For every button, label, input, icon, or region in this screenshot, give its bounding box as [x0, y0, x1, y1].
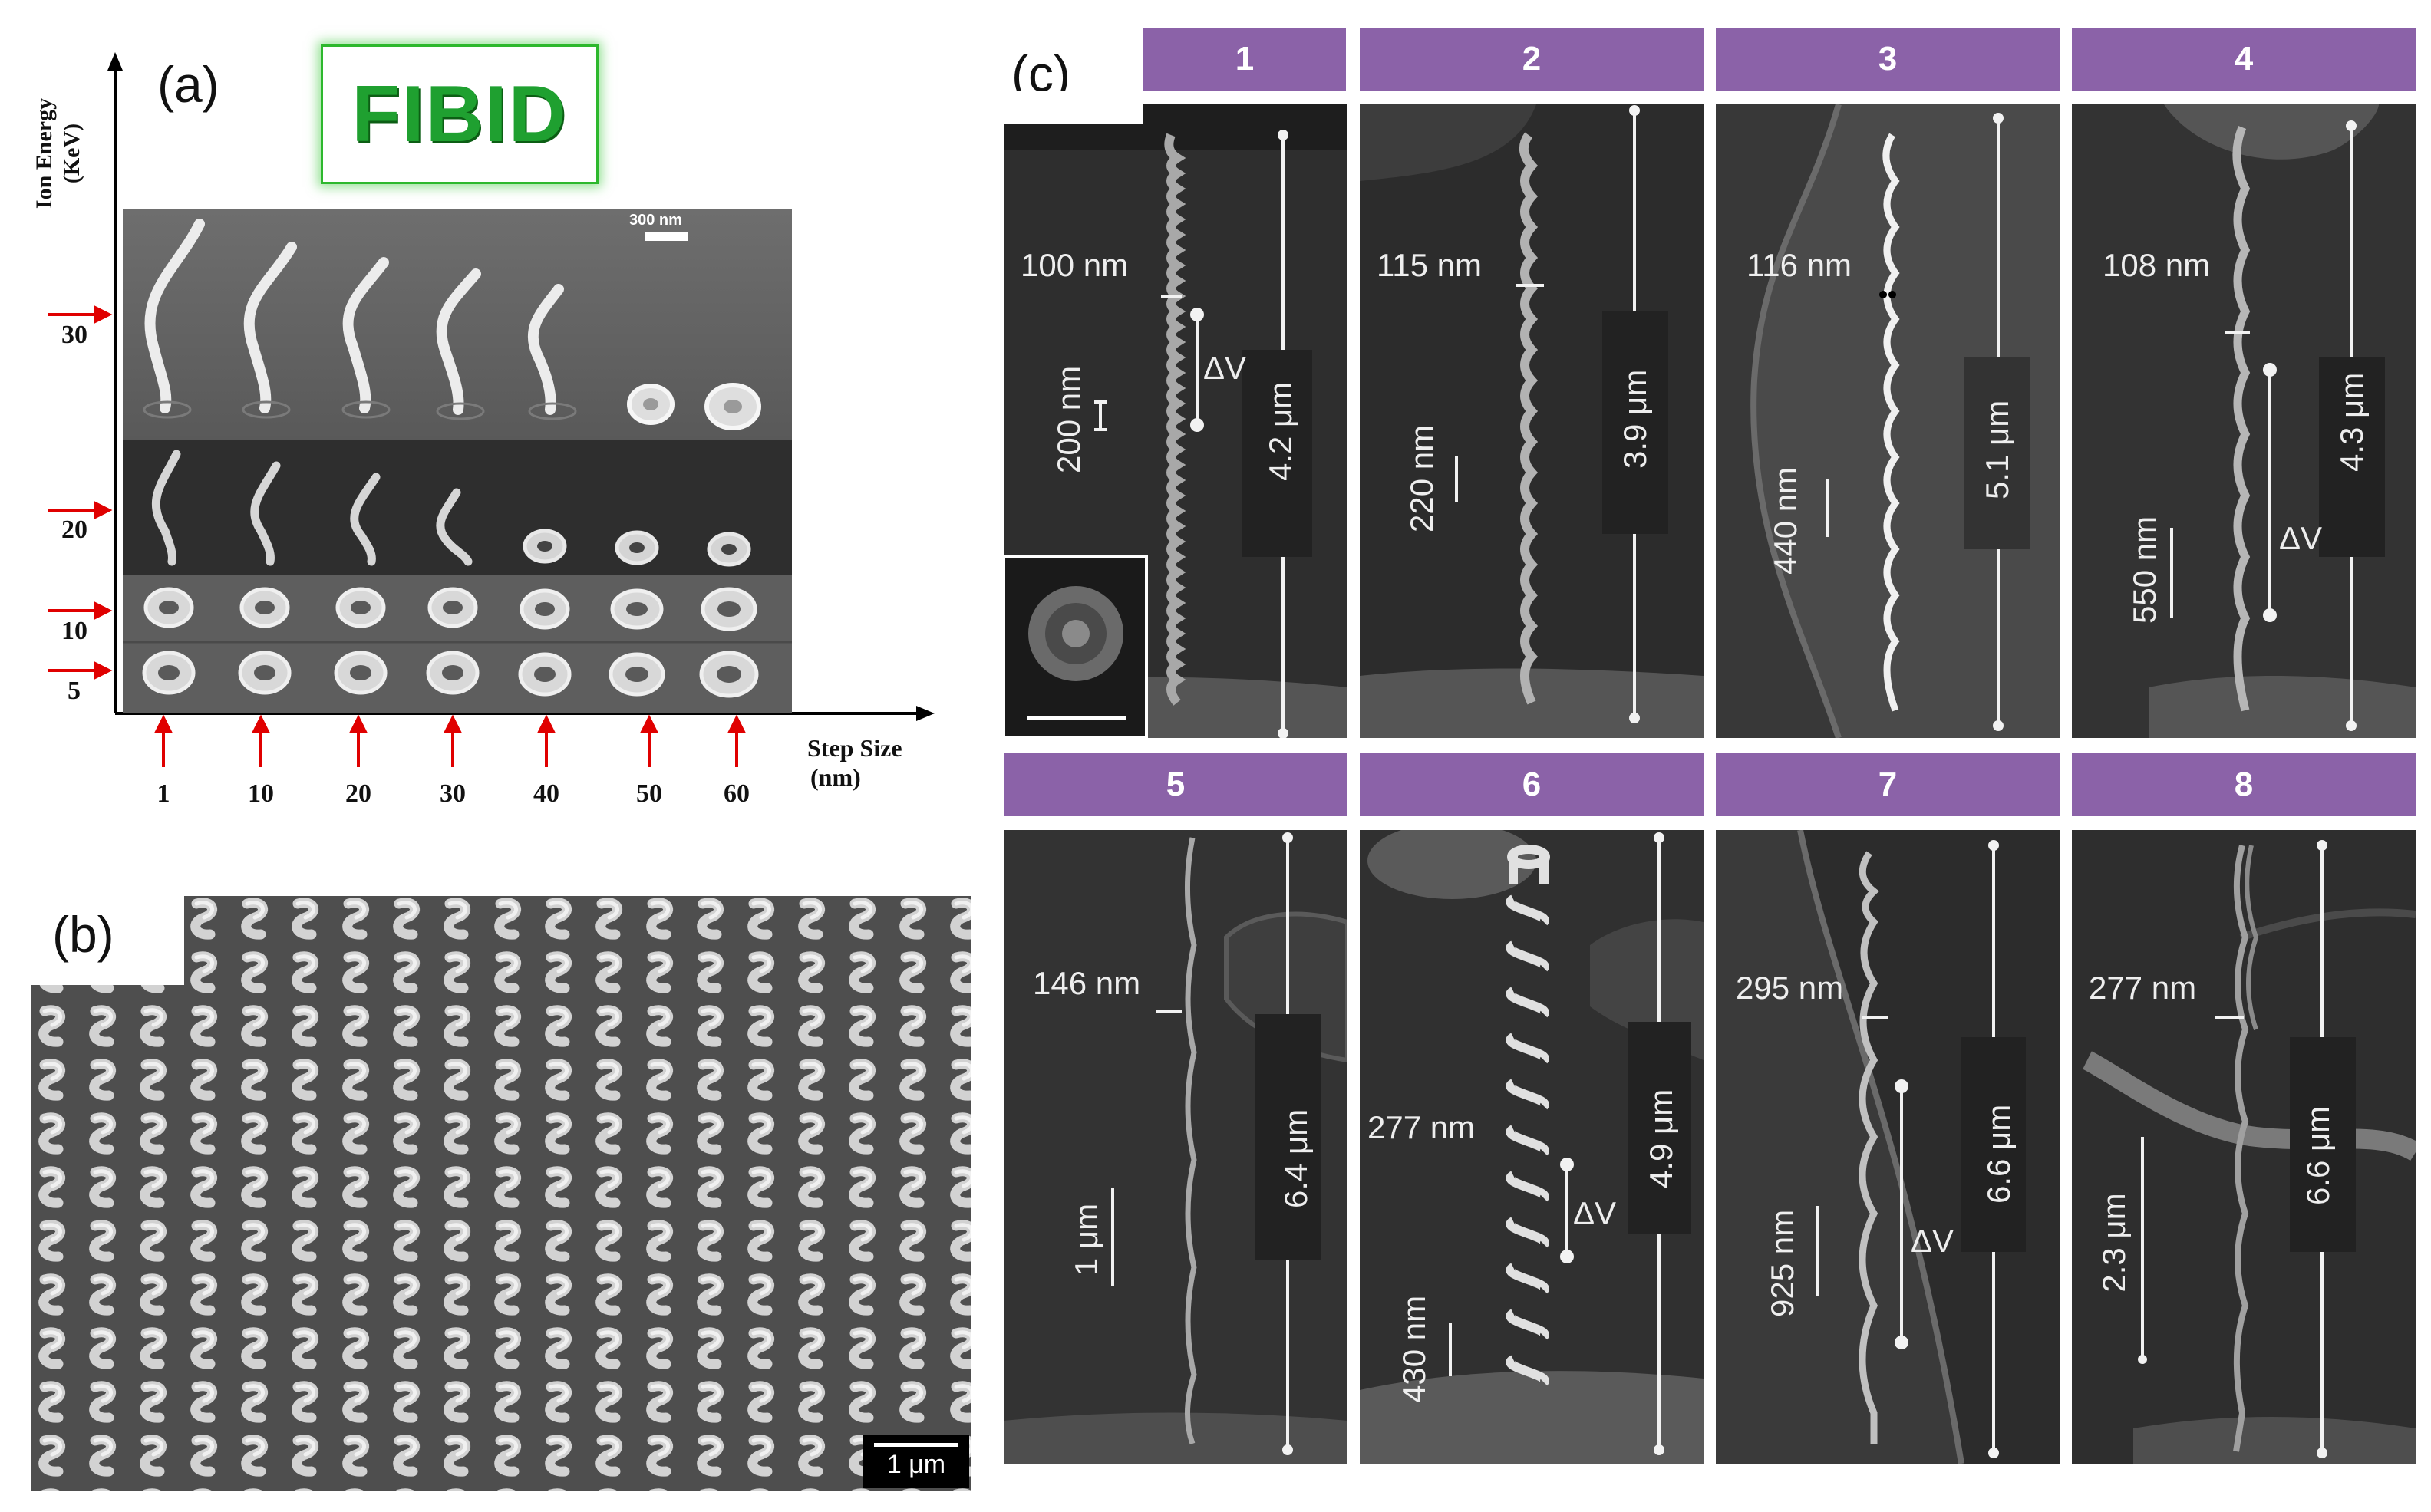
cell-4-drawing [2072, 104, 2416, 738]
cell-1-width: 100 nm [1021, 247, 1129, 283]
panel-b-scale-text: 1 μm [886, 1450, 946, 1479]
x-axis-title: Step Size (nm) [807, 733, 902, 792]
panel-b-sem-image [31, 896, 971, 1491]
fibid-badge-text: FIBID [351, 69, 568, 159]
cell-6-image [1360, 830, 1704, 1464]
cell-8-pitch: 2.3 μm [2096, 1193, 2132, 1293]
x-axis-title-line1: Step Size [807, 734, 902, 762]
cell-header-6: 6 [1360, 753, 1704, 816]
step-label-30: 30 [440, 779, 466, 808]
cell-header-2: 2 [1360, 28, 1704, 91]
panel-b-scale-bar: 1 μm [863, 1435, 969, 1488]
cell-1-length: 4.2 μm [1262, 381, 1298, 481]
cell-4-width: 108 nm [2103, 247, 2211, 283]
panel-b-label-mask [0, 882, 184, 985]
energy-label-10: 10 [61, 617, 87, 645]
step-label-10: 10 [248, 779, 274, 808]
cell-3-width: 116 nm [1747, 247, 1852, 283]
cell-1-drawing [1004, 104, 1347, 738]
cell-7-image [1716, 830, 2060, 1464]
cell-3-image [1716, 104, 2060, 738]
cell-header-3: 3 [1716, 28, 2060, 91]
cell-5-image [1004, 830, 1347, 1464]
panel-c-label-mask [998, 91, 1143, 124]
step-label-50: 50 [636, 779, 662, 808]
cell-2-length: 3.9 μm [1617, 369, 1653, 469]
cell-8-length: 6.6 μm [2300, 1105, 2336, 1205]
step-label-1: 1 [157, 779, 170, 808]
cell-5-drawing [1004, 830, 1347, 1464]
energy-label-20: 20 [61, 516, 87, 544]
cell-4-length: 4.3 μm [2334, 372, 2370, 472]
panel-b-drawing [31, 896, 971, 1491]
cell-header-4: 4 [2072, 28, 2416, 91]
cell-6-width: 277 nm [1367, 1109, 1476, 1145]
panel-b-label: (b) [52, 906, 114, 963]
cell-6-length: 4.9 μm [1643, 1089, 1679, 1188]
step-label-40: 40 [533, 779, 559, 808]
cell-1-image [1004, 104, 1347, 738]
cell-5-length: 6.4 μm [1278, 1108, 1314, 1208]
cell-5-pitch: 1 μm [1068, 1203, 1104, 1276]
cell-7-delta-v: ΔV [1911, 1223, 1954, 1259]
step-label-20: 20 [345, 779, 371, 808]
step-label-60: 60 [724, 779, 750, 808]
cell-4-pitch: 550 nm [2126, 516, 2162, 624]
cell-2-pitch: 220 nm [1404, 424, 1440, 532]
cell-7-length: 6.6 μm [1981, 1104, 2017, 1204]
cell-3-drawing [1716, 104, 2060, 738]
cell-3-pitch: 440 nm [1767, 466, 1803, 575]
cell-8-width: 277 nm [2089, 970, 2197, 1006]
panel-a-sem-drawing [123, 209, 792, 713]
cell-6-pitch: 430 nm [1396, 1295, 1432, 1403]
cell-8-drawing [2072, 830, 2416, 1464]
cell-6-drawing [1360, 830, 1704, 1464]
cell-header-1: 1 [1143, 28, 1346, 91]
cell-7-width: 295 nm [1736, 970, 1844, 1006]
fibid-badge: FIBID [321, 44, 599, 184]
cell-7-drawing [1716, 830, 2060, 1464]
cell-header-5: 5 [1004, 753, 1347, 816]
panel-a-label: (a) [157, 56, 219, 113]
cell-1-delta-v: ΔV [1203, 350, 1247, 386]
cell-2-width: 115 nm [1377, 247, 1482, 283]
panel-b-scale-line [874, 1443, 958, 1447]
x-axis-title-line2: (nm) [810, 763, 861, 791]
cell-1-pitch: 200 nm [1051, 365, 1087, 473]
y-axis-title-line1: Ion Energy [31, 97, 57, 209]
cell-3-length: 5.1 μm [1979, 400, 2015, 499]
cell-2-drawing [1360, 104, 1704, 738]
cell-6-delta-v: ΔV [1573, 1195, 1617, 1231]
panel-a-scale-label: 300 nm [629, 212, 682, 229]
y-axis-title-line2: (KeV) [59, 123, 84, 184]
energy-label-5: 5 [68, 677, 81, 705]
cell-header-8: 8 [2072, 753, 2416, 816]
cell-4-image [2072, 104, 2416, 738]
energy-label-30: 30 [61, 321, 87, 349]
cell-7-pitch: 925 nm [1764, 1209, 1800, 1317]
cell-2-image [1360, 104, 1704, 738]
cell-header-7: 7 [1716, 753, 2060, 816]
cell-4-delta-v: ΔV [2279, 520, 2323, 556]
cell-8-image [2072, 830, 2416, 1464]
panel-a-axes [48, 52, 935, 767]
panel-a-sem-image: 300 nm [123, 209, 792, 713]
cell-5-width: 146 nm [1033, 965, 1141, 1001]
y-axis-title: Ion Energy (KeV) [31, 77, 92, 230]
